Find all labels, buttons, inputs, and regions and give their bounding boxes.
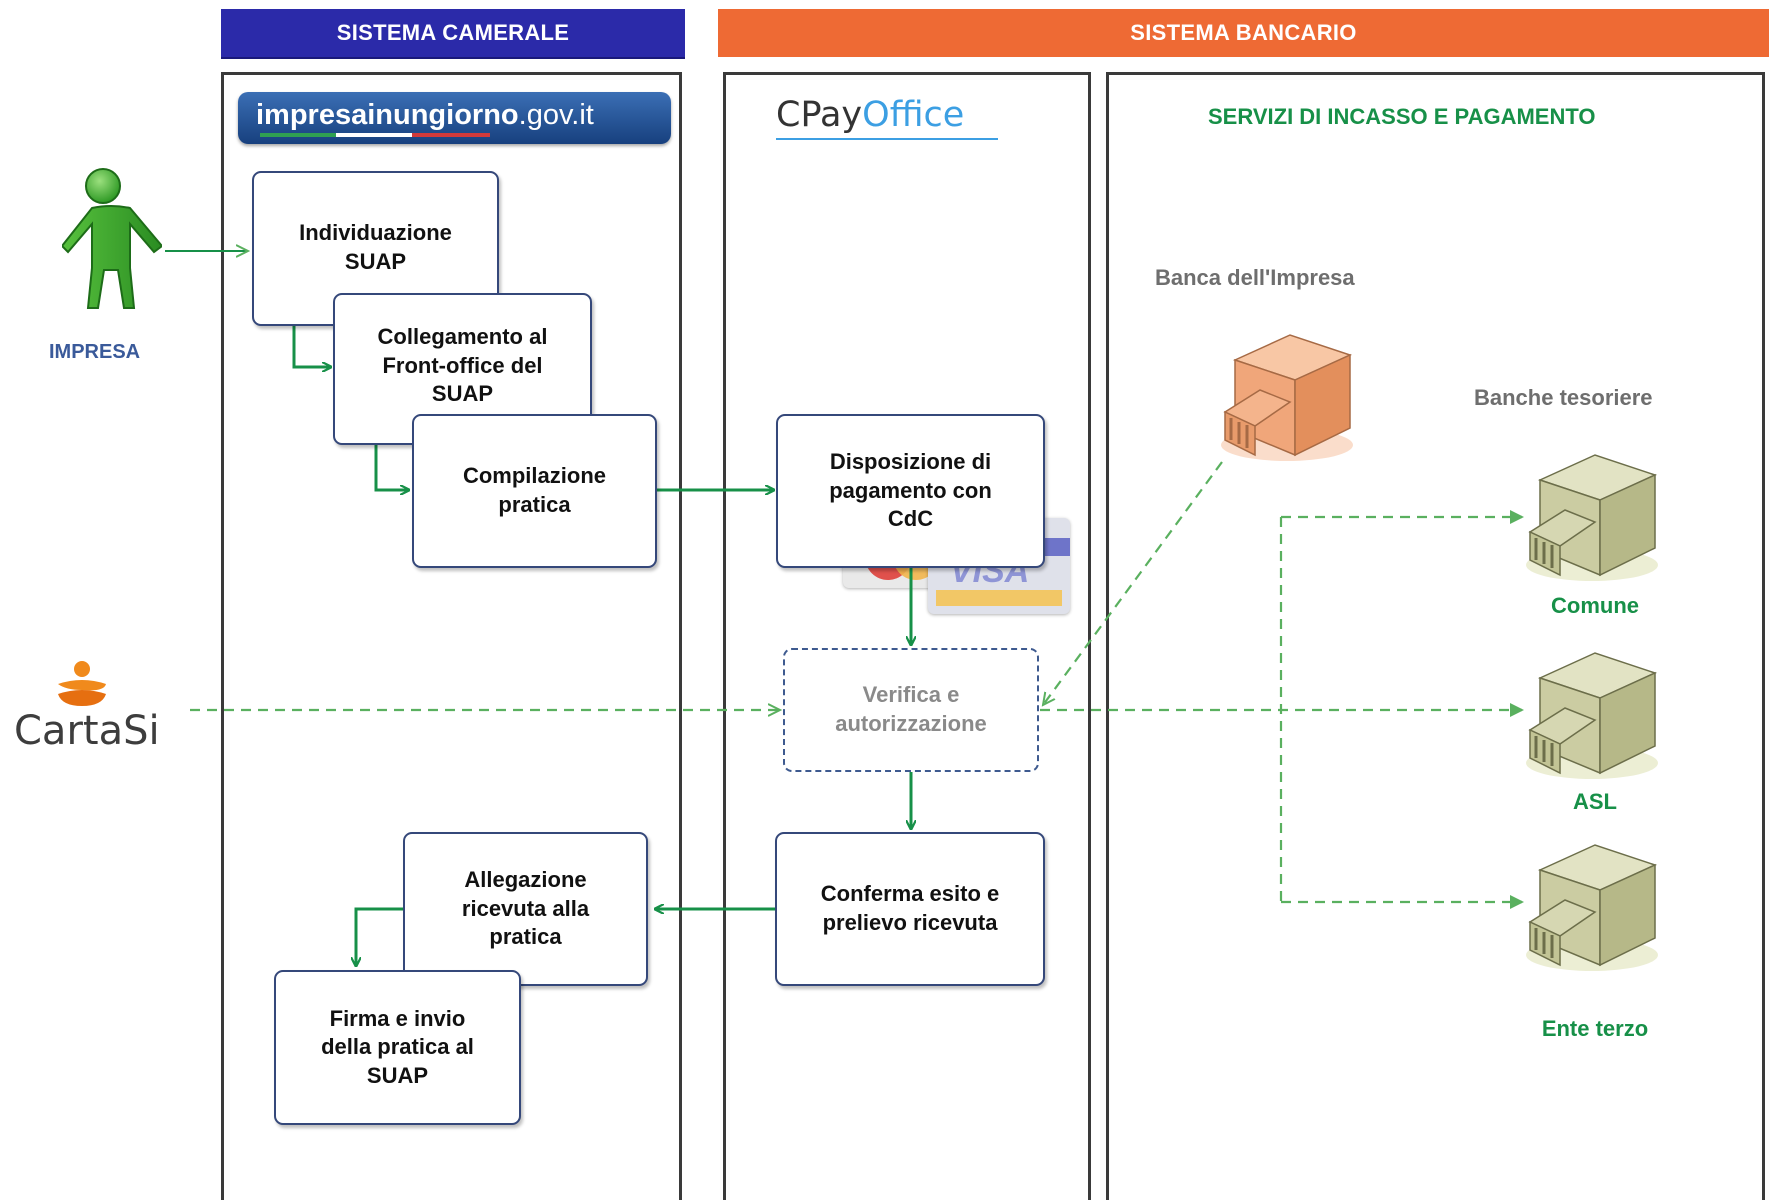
step-disposizione: Disposizione di pagamento con CdC bbox=[776, 414, 1045, 568]
step-conferma-label: Conferma esito e prelievo ricevuta bbox=[820, 881, 1000, 935]
step-allegazione-label: Allegazione ricevuta alla pratica bbox=[461, 867, 590, 950]
impresa-label: IMPRESA bbox=[49, 341, 141, 363]
servizi-title: SERVIZI DI INCASSO E PAGAMENTO bbox=[1208, 104, 1596, 129]
step-collegamento-label: Collegamento al Front-office del SUAP bbox=[377, 324, 548, 407]
header-sistema-camerale: SISTEMA CAMERALE bbox=[221, 9, 685, 59]
bank-building-icon-comune bbox=[1520, 450, 1665, 590]
treasury-label-comune: Comune bbox=[1551, 593, 1639, 618]
step-disposizione-label: Disposizione di pagamento con CdC bbox=[829, 449, 992, 532]
dashed-banca-to-verifica bbox=[1043, 461, 1223, 705]
step-conferma: Conferma esito e prelievo ricevuta bbox=[775, 832, 1045, 986]
step-allegazione: Allegazione ricevuta alla pratica bbox=[403, 832, 648, 986]
banca-impresa-label: Banca dell'Impresa bbox=[1155, 265, 1355, 290]
cpay-underline bbox=[776, 138, 998, 140]
cpayoffice-logo: CPayOffice bbox=[776, 95, 998, 140]
logo-tricolor-stripe bbox=[260, 133, 490, 137]
arrow-individuazione-to-collegamento bbox=[292, 326, 330, 367]
step-individuazione-label: Individuazione SUAP bbox=[299, 220, 452, 274]
cartasi-text: CartaSi bbox=[14, 708, 160, 754]
treasury-label-ente-terzo: Ente terzo bbox=[1541, 1016, 1649, 1041]
banche-tesoriere-label: Banche tesoriere bbox=[1474, 385, 1653, 410]
office-text: Office bbox=[862, 95, 965, 135]
bank-building-icon-impresa bbox=[1215, 330, 1360, 470]
logo-text-suffix: .gov.it bbox=[518, 99, 594, 131]
bank-building-icon-ente-terzo bbox=[1520, 840, 1665, 980]
logo-text-main: impresainungiorno bbox=[256, 99, 519, 131]
step-firma-label: Firma e invio della pratica al SUAP bbox=[321, 1005, 474, 1088]
header-sistema-bancario: SISTEMA BANCARIO bbox=[718, 9, 1769, 57]
step-firma: Firma e invio della pratica al SUAP bbox=[274, 970, 521, 1125]
lane-servizi bbox=[1106, 72, 1765, 1200]
step-verifica-label: Verifica e autorizzazione bbox=[835, 682, 987, 736]
impresainungiorno-logo: impresainungiorno.gov.it bbox=[238, 92, 671, 144]
bank-building-icon-asl bbox=[1520, 648, 1665, 788]
cartasi-logo: CartaSi bbox=[12, 660, 162, 755]
step-verifica: Verifica e autorizzazione bbox=[783, 648, 1039, 772]
cpay-text: CPay bbox=[776, 95, 863, 135]
arrow-collegamento-to-compilazione bbox=[374, 444, 408, 490]
step-compilazione-label: Compilazione pratica bbox=[462, 463, 606, 517]
impresa-actor-icon bbox=[60, 168, 164, 318]
step-compilazione: Compilazione pratica bbox=[412, 414, 657, 568]
arrow-allegazione-to-firma bbox=[356, 907, 403, 965]
treasury-label-asl: ASL bbox=[1573, 789, 1617, 814]
